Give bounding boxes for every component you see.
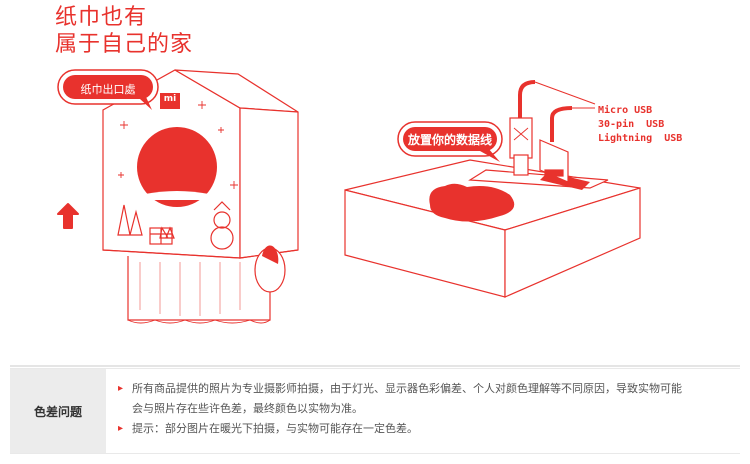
notice-line: 提示：部分图片在暖光下拍摄，与实物可能存在一定色差。	[132, 422, 418, 435]
notice-title: 色差问题	[10, 369, 106, 453]
notice-line: 会与照片存在些许色差，最终颜色以实物为准。	[132, 402, 363, 415]
notice-item: ▸ 所有商品提供的照片为专业摄影师拍摄，由于灯光、显示器色彩偏差、个人对颜色理解…	[118, 379, 718, 399]
notice-line: 所有商品提供的照片为专业摄影师拍摄，由于灯光、显示器色彩偏差、个人对颜色理解等不…	[132, 382, 682, 395]
box-tissue-opening	[429, 183, 515, 222]
cable-box-illustration	[344, 159, 641, 298]
headline-line-2: 属于自己的家	[55, 32, 194, 57]
tissue-outlet-label: 纸巾出口處	[80, 83, 136, 96]
up-arrow-icon	[57, 203, 79, 229]
cable-slot-label: 放置你的数据线	[407, 133, 492, 147]
house-window	[137, 127, 217, 207]
cable-spec-list: Micro USB 30-pin USB Lightning USB	[598, 104, 682, 146]
product-illustration	[57, 69, 641, 324]
mi-logo-icon	[160, 93, 180, 109]
bullet-icon: ▸	[118, 423, 124, 434]
color-notice-panel: 色差问题 ▸ 所有商品提供的照片为专业摄影师拍摄，由于灯光、显示器色彩偏差、个人…	[10, 368, 740, 454]
notice-item: ▸ 提示：部分图片在暖光下拍摄，与实物可能存在一定色差。	[118, 419, 718, 439]
headline-line-1: 纸巾也有	[55, 5, 148, 30]
section-divider	[10, 365, 740, 367]
bullet-icon: ▸	[118, 383, 124, 394]
mi-logo-label: mi	[163, 94, 177, 104]
headline: 纸巾也有 属于自己的家	[55, 4, 193, 58]
cables-illustration	[509, 80, 573, 183]
cable-spec-item: 30-pin USB	[598, 119, 665, 130]
notice-item: 会与照片存在些许色差，最终颜色以实物为准。	[118, 399, 718, 419]
notice-body: ▸ 所有商品提供的照片为专业摄影师拍摄，由于灯光、显示器色彩偏差、个人对颜色理解…	[118, 379, 718, 439]
cable-spec-item: Micro USB	[598, 105, 653, 116]
tissue-outlet-callout	[57, 69, 159, 110]
cable-slot-callout	[397, 121, 503, 162]
cable-spec-item: Lightning USB	[598, 133, 683, 144]
